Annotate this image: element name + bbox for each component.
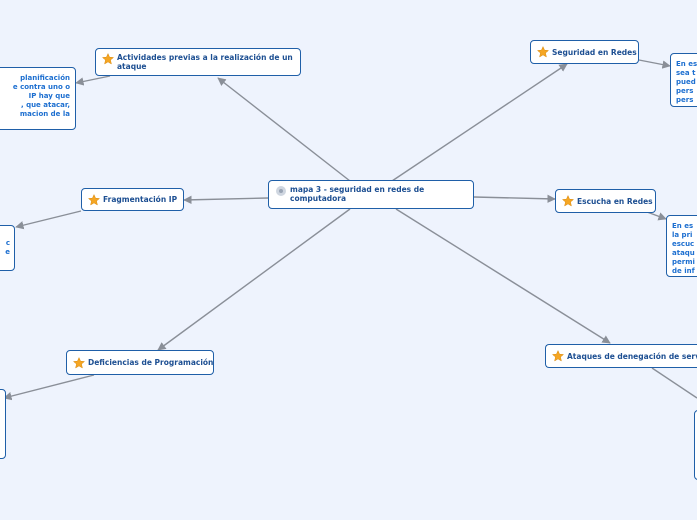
connector-fragmentacion-note [15,210,82,230]
topic-deficiencias[interactable]: Deficiencias de Programación [66,350,214,375]
topic-deficiencias-label: Deficiencias de Programación [88,358,214,367]
topic-denegacion[interactable]: Ataques de denegación de servic [545,344,697,368]
connector-seguridad-note [638,59,671,69]
note-actividades[interactable]: planificación e contra uno o IP hay que … [0,67,76,130]
topic-seguridad[interactable]: Seguridad en Redes [530,40,639,64]
topic-escucha[interactable]: Escucha en Redes [555,189,656,213]
topic-fragmentacion[interactable]: Fragmentación IP [81,188,184,211]
connector-central-fragmentacion [183,195,269,205]
topic-actividades-label: Actividades previas a la realización de … [117,53,293,71]
central-node-label: mapa 3 - seguridad en redes de computado… [290,185,425,203]
star-icon [552,350,564,362]
connector-denegacion-note [651,367,697,399]
mindmap-icon [276,186,286,196]
note-fragmentacion[interactable]: c e [0,225,15,271]
connector-central-escucha [473,194,556,204]
star-icon [73,356,85,369]
star-icon [88,193,100,206]
note-deficiencias[interactable] [0,389,6,459]
connector-central-deficiencias [157,208,351,351]
note-seguridad[interactable]: En es sea t pued pers pers [670,53,697,107]
topic-actividades[interactable]: Actividades previas a la realización de … [95,48,301,76]
note-escucha[interactable]: En es la pri escuc ataqu permi de inf [666,215,697,277]
topic-denegacion-label: Ataques de denegación de servic [567,351,697,361]
star-icon [102,53,114,65]
connector-actividades-note [75,75,111,86]
star-icon [562,195,574,207]
star-icon [537,46,549,58]
topic-escucha-label: Escucha en Redes [577,196,653,206]
topic-fragmentacion-label: Fragmentación IP [103,195,178,204]
connector-central-denegacion [395,208,611,344]
connector-central-seguridad [391,63,568,182]
note-denegacion[interactable] [694,410,697,480]
connector-deficiencias-note [3,374,95,401]
connector-escucha-note [646,211,667,221]
connector-central-actividades [217,77,351,182]
topic-seguridad-label: Seguridad en Redes [552,47,637,57]
central-node[interactable]: mapa 3 - seguridad en redes de computado… [268,180,474,209]
